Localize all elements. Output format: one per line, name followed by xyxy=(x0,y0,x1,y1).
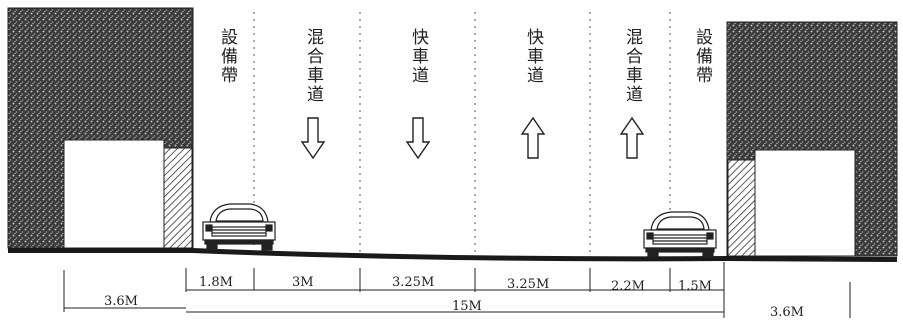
lane-label-left-mixed: 混合車道 xyxy=(303,28,324,104)
dim-facility-right: 1.5M xyxy=(678,279,712,294)
dim-road-total: 15M xyxy=(452,299,482,314)
car-right-icon xyxy=(643,211,717,258)
dim-mixed-right: 2.2M xyxy=(611,279,645,294)
dim-mixed-left: 3M xyxy=(292,275,314,290)
dimension-lines xyxy=(63,262,851,318)
dim-facility-left: 1.8M xyxy=(199,275,233,290)
dim-fast-left: 3.25M xyxy=(392,275,434,290)
right-building-opening xyxy=(754,149,856,257)
lane-label-right-fast: 快車道 xyxy=(523,28,544,85)
left-building xyxy=(7,7,194,249)
road-surface xyxy=(8,248,897,262)
car-left-icon xyxy=(202,203,276,251)
dim-sidewalk-left: 3.6M xyxy=(104,294,138,309)
dim-fast-right: 3.25M xyxy=(507,277,549,292)
arrow-down-left-fast-icon xyxy=(405,117,431,160)
arrow-up-right-mixed-icon xyxy=(619,116,645,159)
dim-sidewalk-right: 3.6M xyxy=(770,305,804,320)
arrow-up-right-fast-icon xyxy=(520,116,546,159)
left-building-hatch xyxy=(163,147,193,249)
lane-label-right-mixed: 混合車道 xyxy=(622,28,643,104)
right-building xyxy=(726,21,898,257)
lane-label-left-fast: 快車道 xyxy=(408,28,429,85)
arrow-down-left-mixed-icon xyxy=(300,117,326,160)
right-building-hatch xyxy=(727,159,756,257)
lane-label-left-facility: 設備帶 xyxy=(217,28,238,85)
lane-label-right-facility: 設備帶 xyxy=(692,28,713,85)
left-building-opening xyxy=(63,139,165,249)
